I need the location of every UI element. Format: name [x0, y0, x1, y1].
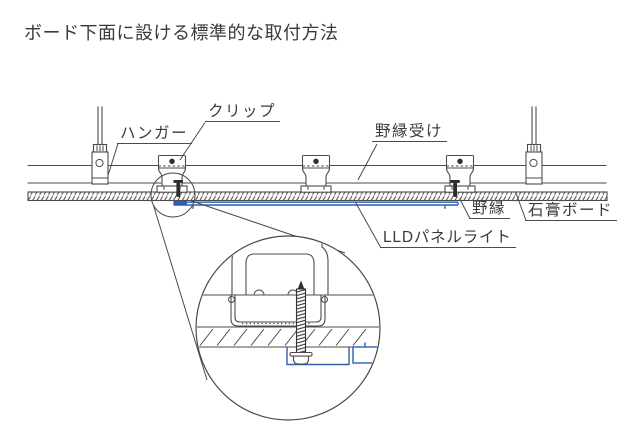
clip-bolt-head [313, 158, 319, 164]
rail-end-block [173, 200, 187, 206]
fixing-screw-left [173, 180, 183, 197]
label-lld-panel-light: LLDパネルライト [380, 229, 516, 249]
screw-shank [295, 288, 307, 354]
clip-3 [444, 154, 476, 193]
detail-view [197, 237, 379, 366]
channel-bump-left [253, 289, 265, 296]
label-nobuchi-uke: 野縁受け [372, 123, 448, 143]
leader-lines [108, 122, 527, 249]
screw-head [292, 355, 310, 365]
panel-light-rail [173, 200, 459, 209]
hanger-left [91, 106, 109, 185]
magnifier-source-circle [150, 172, 196, 218]
clip-2 [300, 154, 332, 193]
channel-lip-left [228, 296, 235, 303]
hanger-right [525, 106, 543, 185]
detail-screw [289, 280, 313, 365]
gypsum-board [27, 191, 608, 202]
detail-rail-profile [286, 342, 379, 366]
label-clip: クリップ [205, 103, 281, 123]
page-title: ボード下面に設ける標準的な取付方法 [24, 23, 339, 43]
detail-circle [195, 235, 381, 421]
clip-bolt-head [169, 158, 175, 164]
screw-tip [297, 280, 305, 290]
leader-nobuchi [459, 198, 471, 219]
hanger-hole [529, 158, 538, 168]
magnifier-cone-left [153, 205, 208, 381]
leader-nobuchi-uke [357, 143, 378, 181]
leader-lld [354, 201, 382, 249]
clip-bolt-head [457, 158, 463, 164]
leader-clip [179, 122, 206, 161]
label-hanger: ハンガー [117, 125, 193, 145]
leader-hanger [108, 143, 119, 175]
label-gypsum-board: 石膏ボード [525, 202, 618, 222]
label-nobuchi: 野縁 [469, 200, 511, 220]
channel-lip-right [321, 296, 328, 303]
hanger-hole [95, 158, 104, 168]
fixing-screw-right [450, 180, 460, 197]
leader-gypsum [515, 192, 527, 221]
clip-1 [156, 154, 188, 193]
